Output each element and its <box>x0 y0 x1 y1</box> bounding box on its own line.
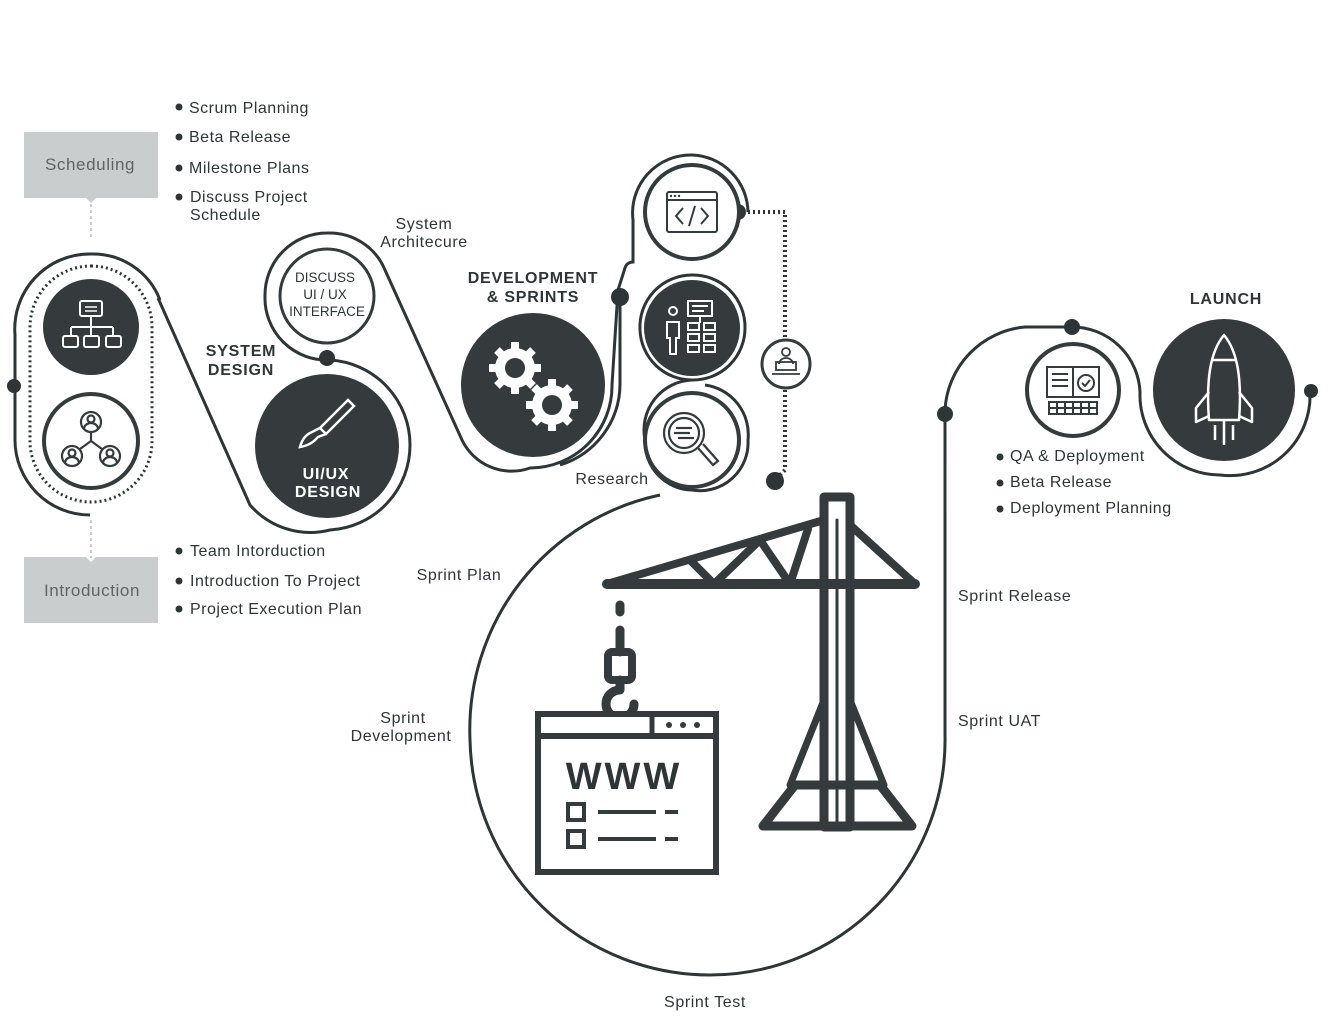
system-architecture-label: System <box>396 216 453 233</box>
qa-dashboard-icon <box>1046 366 1100 415</box>
discuss-ui-text: INTERFACE <box>289 304 365 319</box>
qa-bullets: QA & Deployment Beta Release Deployment … <box>996 448 1172 517</box>
development-label: DEVELOPMENT <box>468 270 599 287</box>
development-label: & SPRINTS <box>487 289 580 306</box>
discuss-ui-text: UI / UX <box>303 287 347 302</box>
presenter-circle <box>644 280 740 376</box>
system-design-label: SYSTEM <box>206 343 277 360</box>
magnifier-icon <box>662 411 720 467</box>
uiux-design-circle: UI/UX DESIGN <box>255 374 399 518</box>
system-architecture-label: Architecure <box>380 234 468 251</box>
uiux-design-text: UI/UX <box>303 466 350 483</box>
sprint-release-label: Sprint Release <box>958 588 1071 605</box>
launch-circle <box>1153 319 1295 461</box>
code-window-circle <box>643 163 741 261</box>
discuss-ui-bubble: DISCUSS UI / UX INTERFACE <box>278 247 376 345</box>
introduction-label: Introduction <box>44 581 140 600</box>
bullet-text: Team Intorduction <box>190 543 326 560</box>
left-capsule-path <box>13 252 162 385</box>
sprint-plan-label: Sprint Plan <box>417 567 502 584</box>
scheduling-label: Scheduling <box>45 155 135 174</box>
bullet-text: QA & Deployment <box>1010 448 1145 465</box>
scheduling-tab: Scheduling <box>24 132 158 203</box>
bullet-text: Schedule <box>190 207 261 224</box>
bullet-text: Milestone Plans <box>189 160 309 177</box>
road-paths <box>13 153 1312 977</box>
research-label: Research <box>575 471 648 488</box>
sprint-circle-path <box>468 325 1312 977</box>
presenter-icon <box>666 300 716 355</box>
qa-circle <box>1025 342 1121 438</box>
launch-label: LAUNCH <box>1190 291 1262 308</box>
discuss-ui-text: DISCUSS <box>295 270 355 285</box>
bullet-text: Deployment Planning <box>1010 500 1172 517</box>
worker-icon <box>772 347 800 375</box>
bullet-text: Project Execution Plan <box>190 601 362 618</box>
research-circle <box>643 391 741 489</box>
browser-window-icon: WWW <box>535 711 719 875</box>
team-network-icon <box>42 392 140 490</box>
bullet-text: Introduction To Project <box>190 573 360 590</box>
bullet-text: Beta Release <box>1010 474 1112 491</box>
bullet-text: Scrum Planning <box>189 100 309 117</box>
introduction-bullets: Team Intorduction Introduction To Projec… <box>175 543 362 618</box>
bullet-text: Discuss Project <box>190 189 308 206</box>
uiux-design-text: DESIGN <box>295 484 361 501</box>
sprint-development-label: Sprint <box>380 710 425 727</box>
sprint-development-label: Development <box>351 728 452 745</box>
scheduling-bullets: Scrum Planning Beta Release Milestone Pl… <box>175 100 309 224</box>
www-text: WWW <box>566 756 683 798</box>
rocket-icon <box>1194 333 1254 445</box>
bullet-text: Beta Release <box>189 129 291 146</box>
sprint-test-label: Sprint Test <box>664 994 746 1011</box>
org-chart-icon <box>43 279 139 375</box>
gears-icon <box>489 342 578 431</box>
code-icon <box>666 191 718 233</box>
system-design-label: DESIGN <box>208 362 274 379</box>
paintbrush-icon <box>298 398 356 449</box>
sprint-uat-label: Sprint UAT <box>958 713 1041 730</box>
introduction-tab: Introduction <box>24 557 158 623</box>
worker-node <box>760 338 812 390</box>
gears-circle <box>461 313 605 457</box>
